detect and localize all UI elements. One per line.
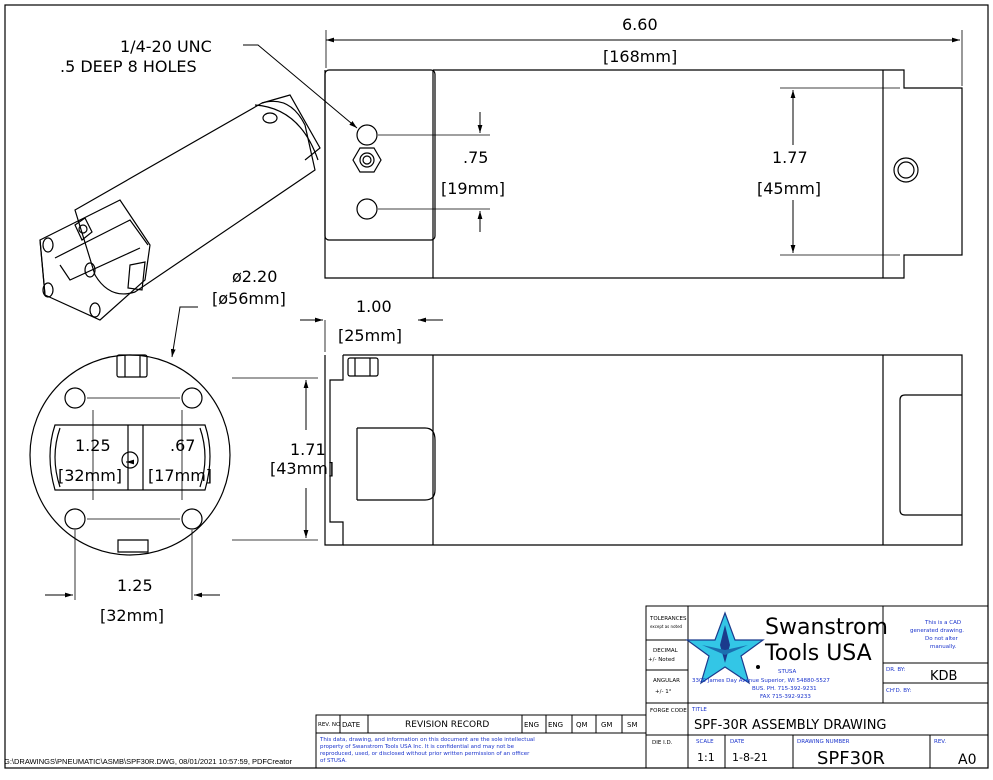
drawing-number-value: SPF30R bbox=[817, 748, 885, 769]
left-in: 1.25 bbox=[75, 436, 111, 455]
scale-label: SCALE bbox=[696, 739, 714, 745]
forge-code-label: FORGE CODE bbox=[650, 708, 687, 714]
cad-note-1: This is a CAD bbox=[924, 620, 961, 626]
right-mm: [17mm] bbox=[148, 466, 212, 485]
decimal-value: +/- Noted bbox=[648, 657, 675, 663]
thread-callout-line2: .5 DEEP 8 HOLES bbox=[60, 57, 197, 76]
bottom-in: 1.25 bbox=[117, 576, 153, 595]
dr-by-value: KDB bbox=[930, 669, 957, 684]
overall-length-in: 6.60 bbox=[622, 15, 658, 34]
rev-label: REV. bbox=[934, 739, 946, 745]
title-block bbox=[315, 605, 989, 769]
rev-value: A0 bbox=[958, 752, 976, 768]
rev-header-eng2: ENG bbox=[548, 721, 563, 729]
rev-header-sm: SM bbox=[627, 721, 637, 729]
rev-header-eng1: ENG bbox=[524, 721, 539, 729]
tolerances-label: TOLERANCES bbox=[649, 616, 687, 622]
rev-header-revno: REV. NO bbox=[318, 722, 341, 728]
rev-header-date: DATE bbox=[342, 721, 360, 729]
top-view bbox=[324, 69, 963, 279]
notice-line4: of STUSA. bbox=[320, 758, 347, 764]
angular-value: +/- 1° bbox=[655, 689, 672, 695]
isometric-view bbox=[39, 94, 321, 321]
notice-line1: This data, drawing, and information on t… bbox=[319, 737, 535, 743]
title-label: TITLE bbox=[691, 707, 707, 713]
notice-line2: property of Swanstrom Tools USA Inc. It … bbox=[320, 744, 515, 750]
drawing-title: SPF-30R ASSEMBLY DRAWING bbox=[694, 718, 887, 733]
thread-leader bbox=[243, 44, 358, 129]
notice-line3: reproduced, used, or disclosed without p… bbox=[320, 751, 530, 757]
address-line2: BUS. PH. 715-392-9231 bbox=[752, 686, 817, 692]
tolerances-sub: except as noted bbox=[650, 624, 683, 629]
date-label: DATE bbox=[730, 739, 745, 745]
cad-note-4: manually. bbox=[930, 644, 957, 650]
left-mm: [32mm] bbox=[58, 466, 122, 485]
stusa-label: STUSA bbox=[778, 669, 796, 675]
height-in: 1.77 bbox=[772, 148, 808, 167]
rev-header-gm: GM bbox=[601, 721, 612, 729]
cad-note-3: Do not alter bbox=[925, 636, 959, 642]
thread-callout-line1: 1/4-20 UNC bbox=[120, 37, 212, 56]
rev-header-record: REVISION RECORD bbox=[405, 720, 489, 730]
company-name-2: Tools USA bbox=[764, 641, 872, 666]
bottom-mm: [32mm] bbox=[100, 606, 164, 625]
angular-label: ANGULAR bbox=[653, 678, 680, 684]
diameter-in: ø2.20 bbox=[232, 267, 277, 286]
slot-in: 1.00 bbox=[356, 297, 392, 316]
end-height-mm: [43mm] bbox=[270, 459, 334, 478]
date-value: 1-8-21 bbox=[732, 751, 768, 764]
end-view bbox=[29, 354, 231, 556]
hole-spacing-mm: [19mm] bbox=[441, 179, 505, 198]
die-id-label: DIE I.D. bbox=[652, 740, 673, 746]
slot-mm: [25mm] bbox=[338, 326, 402, 345]
side-view bbox=[324, 354, 963, 546]
scale-value: 1:1 bbox=[697, 751, 715, 764]
decimal-label: DECIMAL bbox=[653, 648, 679, 654]
right-in: .67 bbox=[170, 436, 195, 455]
file-path-footer: G:\DRAWINGS\PNEUMATIC\ASMB\SPF30R.DWG, 0… bbox=[4, 757, 293, 766]
rev-header-qm: QM bbox=[576, 721, 588, 729]
registered-mark bbox=[756, 665, 760, 669]
chd-by-label: CH'D. BY: bbox=[886, 688, 911, 694]
address-line1: 3300 James Day Avenue Superior, WI 54880… bbox=[692, 678, 830, 684]
company-name-1: Swanstrom bbox=[765, 615, 888, 640]
height-mm: [45mm] bbox=[757, 179, 821, 198]
overall-length-mm: [168mm] bbox=[603, 47, 677, 66]
dr-by-label: DR. BY: bbox=[886, 667, 905, 673]
company-logo bbox=[685, 611, 765, 685]
drawing-number-label: DRAWING NUMBER bbox=[797, 739, 850, 745]
end-height-in: 1.71 bbox=[290, 440, 326, 459]
diameter-mm: [ø56mm] bbox=[212, 289, 286, 308]
cad-note-2: generated drawing. bbox=[910, 628, 964, 634]
address-line3: FAX 715-392-9233 bbox=[760, 694, 811, 700]
diameter-leader bbox=[170, 306, 198, 358]
hole-spacing-in: .75 bbox=[463, 148, 488, 167]
